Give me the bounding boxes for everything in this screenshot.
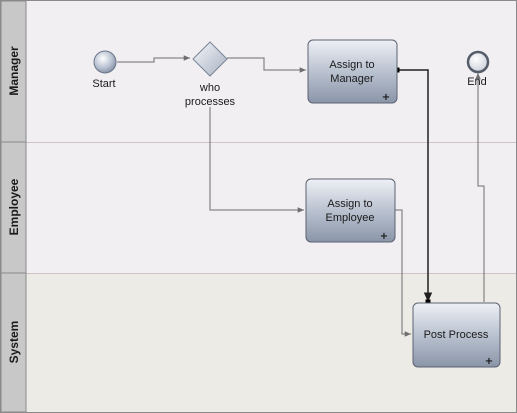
flow-assign-manager-to-post-process[interactable] — [397, 69, 433, 302]
gateway-label-line2: processes — [185, 96, 236, 108]
flow-start-to-gateway[interactable] — [117, 55, 190, 63]
lane-header-employee[interactable] — [0, 141, 27, 274]
flow-post-process-to-end[interactable] — [475, 73, 485, 302]
start-label: Start — [92, 78, 115, 90]
task-post-process-label: Post Process — [424, 329, 489, 341]
task-assign-manager-line2: Manager — [330, 73, 374, 85]
exclusive-gateway[interactable] — [192, 41, 228, 77]
start-event[interactable] — [93, 50, 117, 74]
selection-handle[interactable] — [425, 299, 431, 305]
subprocess-expand-icon[interactable]: + — [485, 356, 493, 367]
subprocess-expand-icon[interactable]: + — [382, 92, 390, 103]
flow-assign-employee-to-post-process[interactable] — [395, 209, 411, 337]
lane-label-employee: Employee — [7, 178, 21, 235]
task-assign-to-manager[interactable]: Assign to Manager + — [307, 39, 398, 104]
task-post-process[interactable]: Post Process + — [412, 302, 501, 368]
flow-gateway-to-assign-manager[interactable] — [227, 57, 306, 73]
subprocess-expand-icon[interactable]: + — [380, 231, 388, 242]
end-label: End — [467, 76, 487, 88]
lane-label-system: System — [7, 321, 21, 364]
task-assign-employee-line2: Employee — [326, 212, 375, 224]
flow-gateway-to-assign-employee[interactable] — [209, 107, 304, 213]
end-event[interactable] — [466, 50, 490, 74]
lane-header-system[interactable] — [0, 272, 27, 413]
lane-employee-area[interactable] — [26, 142, 516, 273]
lane-label-manager: Manager — [7, 46, 21, 96]
gateway-label-line1: who — [199, 82, 220, 94]
task-assign-employee-line1: Assign to — [327, 198, 372, 210]
task-assign-to-employee[interactable]: Assign to Employee + — [305, 178, 396, 243]
task-assign-manager-line1: Assign to — [329, 59, 374, 71]
